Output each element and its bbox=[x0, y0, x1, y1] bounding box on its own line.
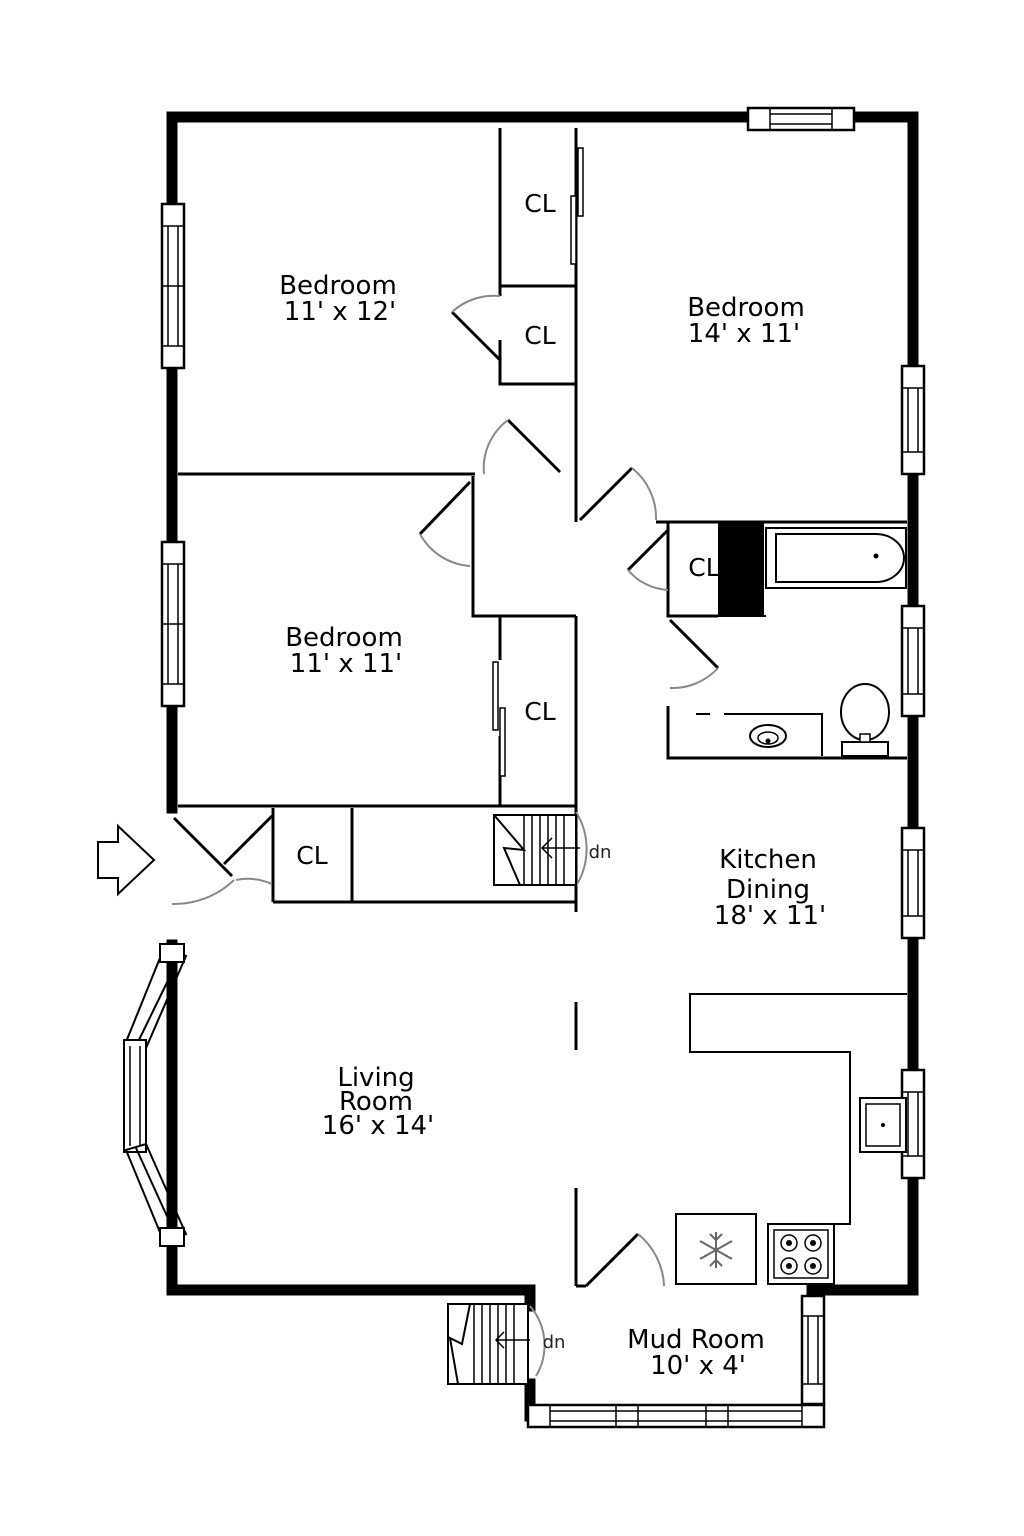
window-left-middle bbox=[160, 540, 186, 708]
closet-label: CL bbox=[524, 697, 555, 726]
kitchen-sink-icon bbox=[859, 1097, 907, 1153]
closet-label: CL bbox=[296, 841, 327, 870]
window-right-3 bbox=[900, 826, 926, 940]
stove-icon bbox=[767, 1223, 835, 1285]
kitchen-fixtures bbox=[675, 1097, 907, 1285]
room-name-line1: Kitchen bbox=[719, 845, 817, 875]
room-name: Bedroom bbox=[279, 271, 397, 301]
room-label-bedroom-nw: Bedroom 11' x 12' bbox=[279, 271, 397, 327]
room-name-line2: Dining bbox=[726, 875, 810, 905]
room-label-mud: Mud Room 10' x 4' bbox=[627, 1325, 765, 1381]
closet-label: CL bbox=[524, 321, 555, 350]
window-mud-bottom bbox=[526, 1403, 826, 1429]
entry-arrow-icon bbox=[97, 823, 156, 897]
chimney-block bbox=[718, 522, 764, 616]
window-mud-right bbox=[800, 1294, 826, 1406]
window-right-4 bbox=[900, 1068, 926, 1180]
bathroom-fixtures bbox=[680, 522, 907, 757]
window-top bbox=[746, 106, 856, 132]
room-name-line2: Room bbox=[339, 1087, 413, 1117]
room-name: Bedroom bbox=[285, 623, 403, 653]
room-size: 10' x 4' bbox=[650, 1351, 746, 1381]
interior-walls bbox=[178, 128, 907, 1288]
room-name: Mud Room bbox=[627, 1325, 765, 1355]
room-name: Bedroom bbox=[687, 293, 805, 323]
room-label-living: Living Room 16' x 14' bbox=[322, 1063, 434, 1141]
arrow-left-icon bbox=[540, 837, 580, 859]
vanity-icon bbox=[680, 712, 823, 756]
closet-label: CL bbox=[688, 553, 719, 582]
room-name-line1: Living bbox=[337, 1063, 414, 1093]
stairs-hall bbox=[493, 814, 580, 886]
stairs-mud bbox=[447, 1303, 530, 1385]
room-size: 14' x 11' bbox=[688, 319, 800, 349]
toilet-icon bbox=[840, 683, 890, 757]
room-label-bedroom-ne: Bedroom 14' x 11' bbox=[687, 293, 805, 349]
window-right-2 bbox=[900, 604, 926, 718]
room-size: 11' x 12' bbox=[284, 297, 396, 327]
room-size: 18' x 11' bbox=[714, 901, 826, 931]
room-size: 11' x 11' bbox=[290, 649, 402, 679]
bathtub-icon bbox=[765, 527, 907, 589]
closet-label: CL bbox=[524, 189, 555, 218]
bay-window bbox=[123, 943, 188, 1247]
stair-label: dn bbox=[589, 842, 612, 863]
snowflake-icon bbox=[699, 1232, 733, 1268]
window-right-1 bbox=[900, 364, 926, 476]
room-label-kitchen: Kitchen Dining 18' x 11' bbox=[714, 845, 826, 931]
windows bbox=[160, 106, 926, 1429]
doors bbox=[171, 294, 720, 1377]
stair-label: dn bbox=[543, 1332, 566, 1353]
window-left-upper bbox=[160, 202, 186, 370]
room-size: 16' x 14' bbox=[322, 1111, 434, 1141]
arrow-left-icon bbox=[494, 1331, 530, 1349]
refrigerator-icon bbox=[675, 1213, 757, 1285]
sliding-doors bbox=[492, 147, 584, 777]
room-label-bedroom-w: Bedroom 11' x 11' bbox=[285, 623, 403, 679]
